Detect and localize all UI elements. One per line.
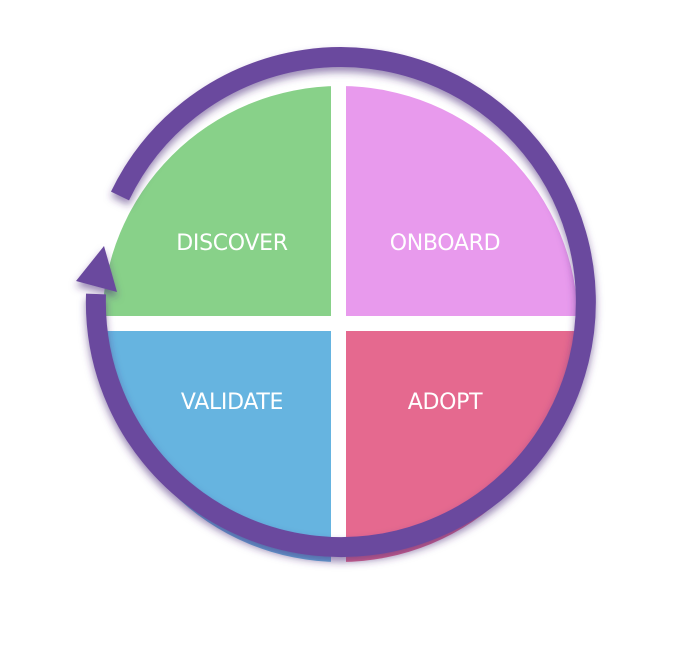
label-discover: DISCOVER (176, 231, 288, 256)
label-adopt: ADOPT (408, 390, 483, 415)
ring-arc (85, 47, 596, 557)
quadrant-group (102, 86, 578, 562)
ring-arrowhead-icon (76, 246, 117, 292)
label-onboard: ONBOARD (390, 231, 501, 256)
label-validate: VALIDATE (181, 390, 283, 415)
cycle-ring (76, 47, 596, 557)
